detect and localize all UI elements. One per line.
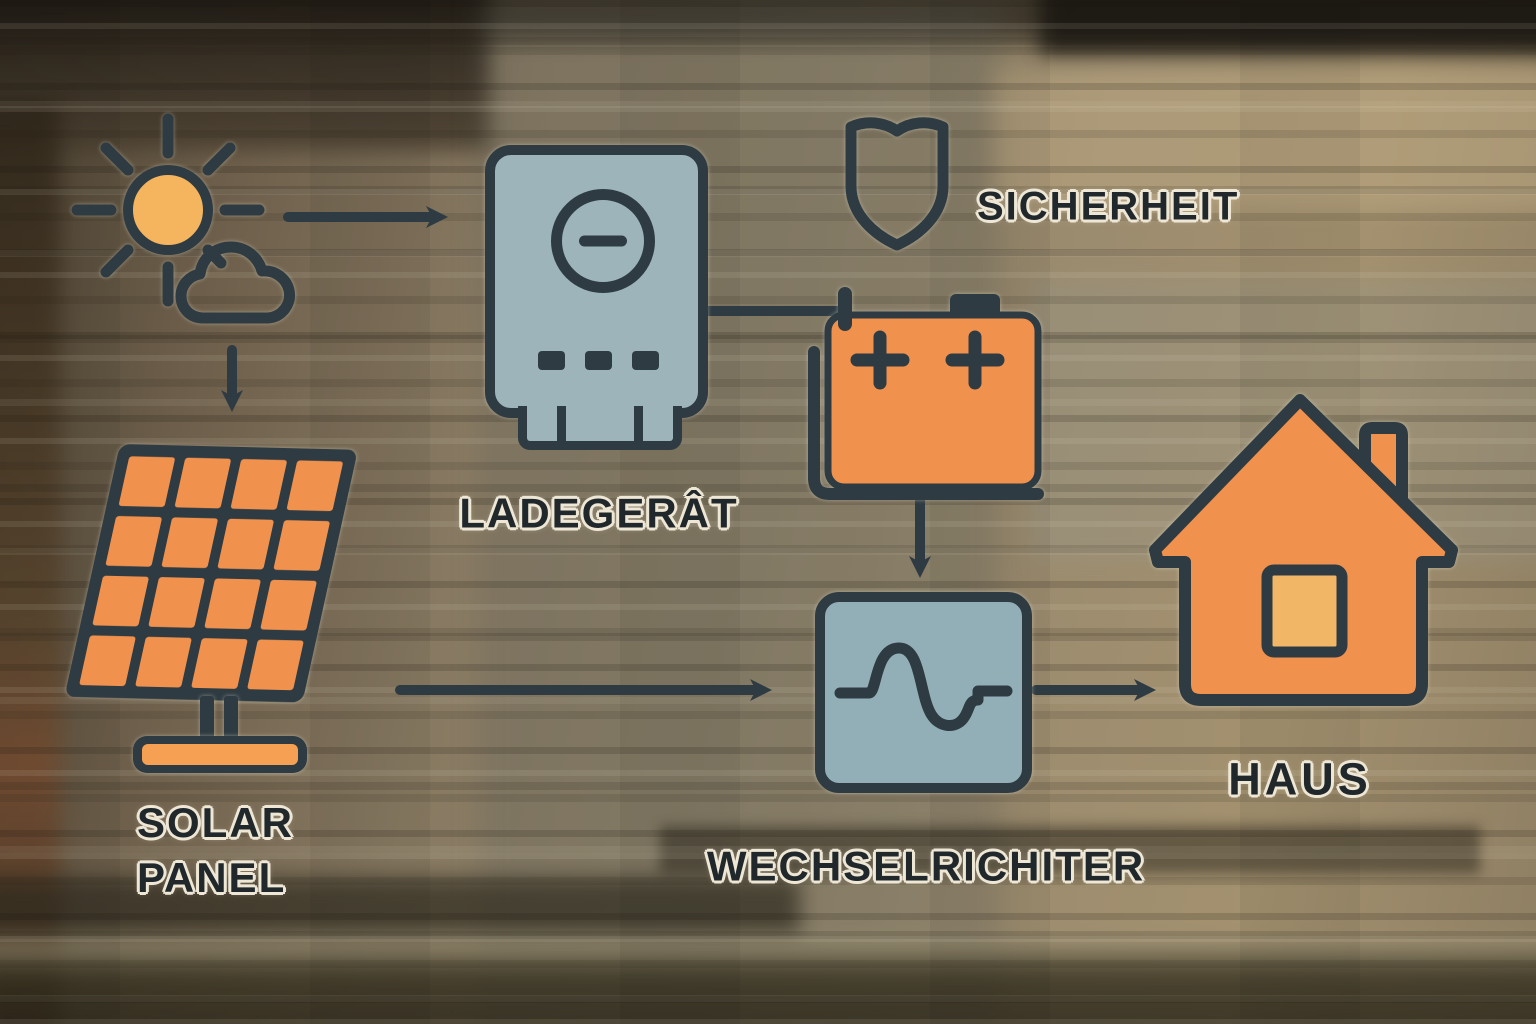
house-window bbox=[1261, 564, 1348, 658]
bg-bottom-left-band bbox=[0, 878, 800, 936]
solar-cell bbox=[105, 515, 163, 567]
shield-icon bbox=[845, 117, 949, 251]
sun-ray-nw bbox=[100, 142, 134, 176]
solar-cell bbox=[273, 520, 331, 571]
bg-top-left-dark bbox=[0, 0, 490, 150]
charger-icon bbox=[485, 145, 708, 418]
solar-cell bbox=[247, 639, 304, 691]
solar-cell bbox=[204, 578, 262, 630]
charger-display-circle bbox=[551, 189, 655, 293]
solar-cell bbox=[118, 456, 176, 508]
panel-pole bbox=[200, 696, 214, 742]
battery-icon bbox=[808, 287, 1044, 500]
battery-plus-icon bbox=[945, 330, 1005, 390]
panel-base-bar bbox=[142, 744, 298, 765]
battery-plus-icon bbox=[850, 330, 910, 390]
battery-body bbox=[824, 311, 1042, 491]
bg-right-light bbox=[990, 70, 1536, 210]
bg-label-band bbox=[660, 826, 1480, 874]
inverter-sine-wave bbox=[834, 642, 1013, 731]
charger-label: LADEGERÂT bbox=[459, 489, 739, 537]
solar-panel-label: SOLAR PANEL bbox=[137, 799, 294, 902]
inverter-icon bbox=[815, 592, 1032, 793]
battery-offset-outline bbox=[808, 346, 1044, 500]
solar-cell bbox=[191, 638, 248, 689]
solar-cell bbox=[286, 460, 344, 512]
charger-vent-dot bbox=[585, 351, 612, 370]
solar-cell bbox=[230, 458, 288, 510]
solar-cell bbox=[161, 517, 219, 569]
charger-minus-icon bbox=[579, 235, 627, 247]
solar-cell bbox=[174, 457, 232, 509]
security-label: SICHERHEIT bbox=[977, 184, 1240, 229]
sun-ray-ne bbox=[202, 142, 236, 176]
house-icon bbox=[1149, 394, 1458, 706]
sun-disc bbox=[123, 165, 213, 255]
bg-left-column bbox=[0, 100, 60, 1024]
charger-feet bbox=[518, 406, 682, 450]
panel-pole bbox=[224, 696, 238, 742]
solar-cell bbox=[260, 579, 318, 631]
solar-cell bbox=[135, 636, 192, 688]
bg-top-right-dark bbox=[1040, 0, 1536, 55]
sun-ray-sw bbox=[100, 244, 134, 278]
bg-bottom-dark bbox=[0, 940, 1536, 1024]
sun-icon bbox=[71, 113, 296, 324]
panel-base bbox=[133, 736, 307, 773]
house-body bbox=[1149, 394, 1458, 706]
solar-cell bbox=[217, 518, 275, 570]
solar-cell bbox=[79, 635, 136, 687]
solar-cell bbox=[92, 575, 150, 627]
charger-vent-dot bbox=[632, 351, 659, 370]
house-label: HAUS bbox=[1228, 753, 1372, 805]
charger-vent-dot bbox=[538, 351, 565, 370]
solar-cell bbox=[148, 576, 206, 628]
inverter-label: WECHSELRICHITER bbox=[706, 842, 1146, 890]
cloud-icon bbox=[175, 241, 296, 324]
